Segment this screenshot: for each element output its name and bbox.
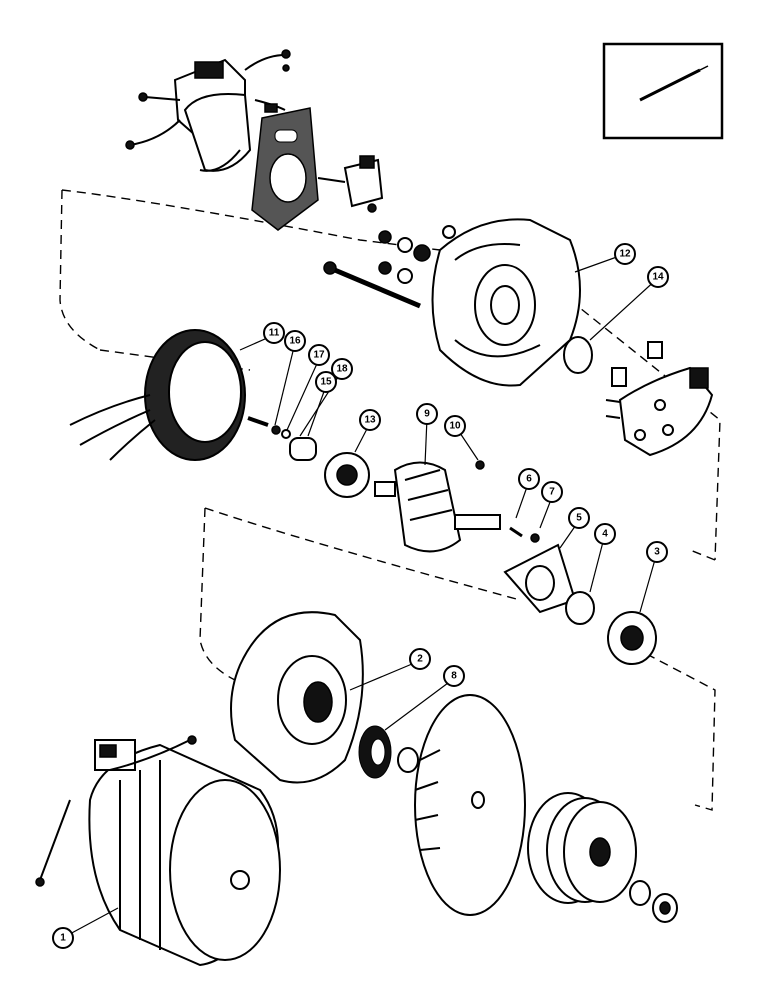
slip-ring-end-frame bbox=[431, 218, 581, 387]
callout-3: 3 bbox=[646, 541, 668, 563]
svg-text:13: 13 bbox=[364, 415, 376, 426]
callout-15: 15 bbox=[315, 371, 337, 393]
svg-text:15: 15 bbox=[320, 377, 332, 388]
rectifier-assembly bbox=[605, 341, 714, 457]
svg-text:6: 6 bbox=[526, 474, 532, 485]
svg-text:1: 1 bbox=[60, 933, 66, 944]
regulator-assembly bbox=[125, 49, 291, 172]
svg-text:7: 7 bbox=[549, 487, 555, 498]
callout-17: 17 bbox=[308, 344, 330, 366]
svg-text:3: 3 bbox=[654, 547, 660, 558]
callout-16: 16 bbox=[284, 330, 306, 352]
svg-text:18: 18 bbox=[336, 364, 348, 375]
svg-text:16: 16 bbox=[289, 336, 301, 347]
lower-assembly-dashed-outline bbox=[199, 507, 716, 811]
through-bolt bbox=[323, 261, 421, 309]
collar bbox=[397, 747, 419, 773]
gasket bbox=[251, 107, 319, 231]
inset-tool-box bbox=[602, 42, 724, 140]
pulley-nut-washer bbox=[629, 880, 678, 923]
bearing-13 bbox=[324, 452, 370, 498]
callout-9: 9 bbox=[416, 403, 438, 425]
callout-8: 8 bbox=[443, 665, 465, 687]
pulley bbox=[527, 792, 637, 904]
svg-text:2: 2 bbox=[417, 654, 423, 665]
fan bbox=[414, 694, 526, 916]
svg-text:9: 9 bbox=[424, 409, 430, 420]
callout-10: 10 bbox=[444, 415, 466, 437]
screws bbox=[509, 526, 540, 543]
callout-4: 4 bbox=[594, 523, 616, 545]
svg-text:11: 11 bbox=[269, 328, 280, 339]
callout-6: 6 bbox=[518, 468, 540, 490]
assembled-alternator bbox=[35, 735, 281, 967]
spacer bbox=[565, 591, 595, 625]
callout-12: 12 bbox=[614, 243, 636, 265]
callout-5: 5 bbox=[568, 507, 590, 529]
terminal-hardware bbox=[378, 225, 456, 284]
small-hardware bbox=[247, 416, 317, 461]
svg-text:12: 12 bbox=[619, 249, 631, 260]
svg-text:8: 8 bbox=[451, 671, 457, 682]
callout-7: 7 bbox=[541, 481, 563, 503]
brush-holder bbox=[317, 155, 384, 213]
svg-text:10: 10 bbox=[449, 421, 461, 432]
seal bbox=[358, 725, 392, 779]
svg-text:17: 17 bbox=[313, 350, 325, 361]
drive-end-frame bbox=[230, 611, 364, 784]
retainer-plate bbox=[503, 543, 577, 614]
svg-text:14: 14 bbox=[652, 272, 664, 283]
svg-text:4: 4 bbox=[602, 529, 608, 540]
stator bbox=[69, 329, 246, 461]
svg-text:5: 5 bbox=[576, 513, 582, 524]
callouts: 1 2 3 4 5 6 7 8 9 10 11 12 13 14 15 16 1… bbox=[52, 243, 669, 949]
callout-14: 14 bbox=[647, 266, 669, 288]
bearing-3 bbox=[607, 611, 657, 665]
callout-11: 11 bbox=[263, 322, 285, 344]
callout-2: 2 bbox=[409, 648, 431, 670]
retainer-ring bbox=[563, 336, 593, 374]
callout-18: 18 bbox=[331, 358, 353, 380]
rotor bbox=[374, 460, 501, 553]
callout-13: 13 bbox=[359, 409, 381, 431]
callout-1: 1 bbox=[52, 927, 74, 949]
